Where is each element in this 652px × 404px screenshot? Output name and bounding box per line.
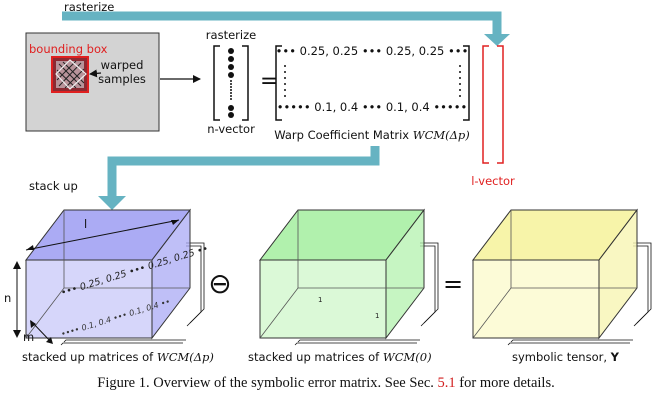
matrix-row-2: ••••• 0.1, 0.4 ••• 0.1, 0.4 •••••	[277, 100, 468, 114]
figure-caption: Figure 1. Overview of the symbolic error…	[0, 375, 652, 392]
warped-sample-thumbnail	[51, 56, 89, 93]
stack-up-arrow	[98, 146, 380, 210]
n-vector-label: n-vector	[207, 122, 255, 136]
dim-l-arrow-start	[26, 245, 34, 250]
matrix-column-dots	[284, 65, 461, 97]
l-vector	[482, 45, 504, 164]
dim-m-arrow-end	[46, 337, 53, 344]
dim-n-arrow-top	[13, 261, 21, 269]
symbolic-tensor-box	[471, 208, 652, 346]
dim-m-label: m	[23, 330, 34, 344]
image-panel	[25, 32, 160, 132]
rasterize-arrow	[62, 11, 510, 46]
warp-coefficient-matrix	[275, 45, 470, 121]
wcm-label: Warp Coefficient Matrix WCM(Δp)	[274, 128, 470, 142]
warped-samples-label-line1: warped	[101, 58, 144, 72]
bottom-equals-sign: =	[443, 270, 463, 298]
warped-samples-label-line2: samples	[98, 72, 146, 86]
wcm-zero-stack-box	[258, 208, 439, 346]
bounding-box-label: bounding box	[29, 42, 108, 56]
caption-prefix: Figure 1. Overview of the symbolic error…	[97, 375, 434, 391]
matrix-row-1: ••• 0.25, 0.25 ••• 0.25, 0.25 •••	[276, 44, 469, 58]
dim-n-arrow-bottom	[13, 330, 21, 338]
caption-section-link[interactable]: 5.1	[437, 375, 456, 391]
l-vector-label: l-vector	[471, 174, 515, 188]
ominus-operator: ⊖	[208, 267, 231, 300]
dim-m-arrow-start	[30, 320, 36, 328]
top-equals-sign: =	[260, 69, 278, 94]
box2-one-a: 1	[318, 296, 322, 304]
warped-samples-pointer	[89, 69, 102, 78]
dim-l-line	[25, 219, 180, 251]
wcm-stack-box	[24, 208, 205, 346]
dim-n-label: n	[4, 291, 11, 305]
rasterize-label-mid: rasterize	[206, 28, 256, 42]
box2-one-b: 1	[375, 312, 379, 320]
stack-up-label: stack up	[29, 179, 78, 193]
label-wcm-zero-stack: stacked up matrices of WCM(0)	[248, 350, 432, 364]
label-symbolic-tensor: symbolic tensor, Y	[512, 350, 620, 364]
label-wcm-stack: stacked up matrices of WCM(Δp)	[22, 350, 214, 364]
caption-suffix: for more details.	[459, 375, 555, 391]
n-vector	[213, 45, 249, 121]
dim-l-arrow-end	[171, 220, 179, 225]
dim-l-label: l	[84, 217, 87, 231]
rasterize-label-left: rasterize	[64, 0, 114, 14]
